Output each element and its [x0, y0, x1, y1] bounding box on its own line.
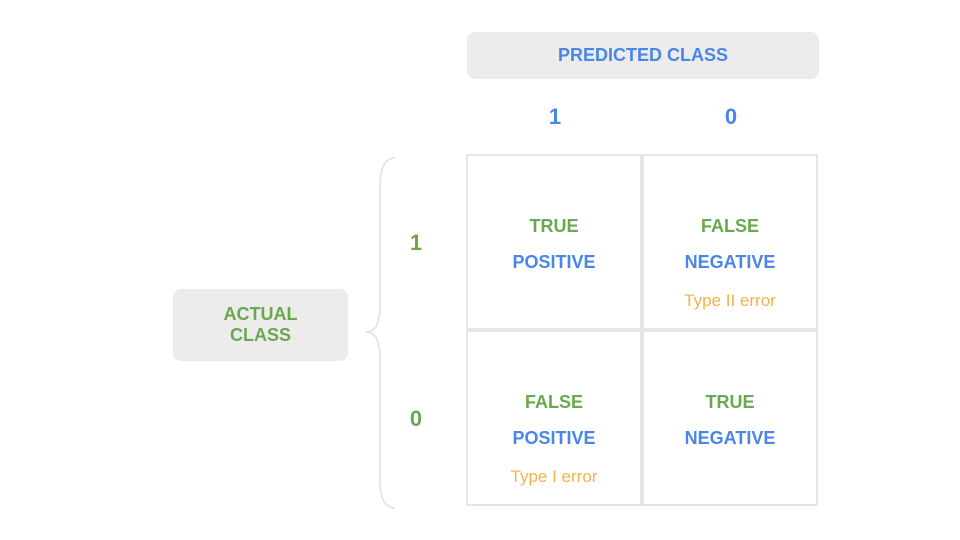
row-label-1: 1	[409, 230, 423, 255]
predicted-class-label: PREDICTED CLASS	[557, 45, 728, 65]
cell-fn-note: Type II error	[684, 291, 776, 310]
cell-fn-line1: FALSE	[700, 216, 759, 236]
curly-brace-icon	[365, 157, 396, 509]
row-label-0: 0	[409, 406, 423, 431]
cell-tp-line2: POSITIVE	[512, 252, 596, 272]
cell-fp-note: Type I error	[510, 467, 598, 486]
cell-tp-line1: TRUE	[529, 216, 579, 236]
column-label-1: 1	[548, 104, 562, 129]
cell-tn-line2: NEGATIVE	[684, 428, 776, 448]
actual-class-label-line1: ACTUAL	[223, 304, 298, 324]
cell-fp-line2: POSITIVE	[512, 428, 596, 448]
cell-false-negative: FALSE NEGATIVE Type II error	[642, 154, 818, 330]
predicted-class-header: PREDICTED CLASS	[467, 32, 819, 79]
cell-tn-line1: TRUE	[705, 392, 755, 412]
cell-true-negative: TRUE NEGATIVE	[642, 330, 818, 506]
cell-fn-line2: NEGATIVE	[684, 252, 776, 272]
confusion-matrix: TRUE POSITIVE FALSE NEGATIVE Type II err…	[466, 154, 820, 508]
cell-fp-line1: FALSE	[524, 392, 583, 412]
column-label-0: 0	[724, 104, 738, 129]
cell-true-positive: TRUE POSITIVE	[466, 154, 642, 330]
actual-class-label-line2: CLASS	[229, 325, 291, 345]
cell-false-positive: FALSE POSITIVE Type I error	[466, 330, 642, 506]
actual-class-header: ACTUAL CLASS	[173, 289, 348, 361]
